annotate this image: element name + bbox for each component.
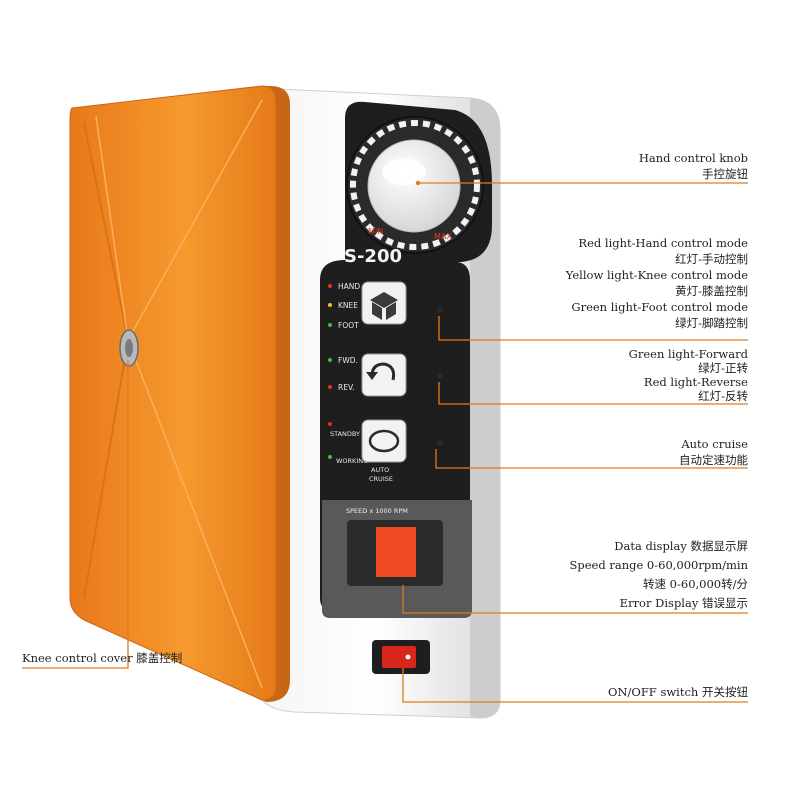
callout-reverse-en: Red light-Reverse <box>643 375 748 389</box>
callout-display: Data display 数据显示屏 Speed range 0-60,000r… <box>569 537 748 613</box>
leader-direction <box>438 382 748 405</box>
mode-icon <box>370 292 398 320</box>
direction-button[interactable] <box>361 353 407 397</box>
callout-mode-red-zh: 红灯-手动控制 <box>675 252 748 266</box>
callout-cruise-zh: 自动定速功能 <box>679 453 748 467</box>
cover-crease-3 <box>127 339 263 689</box>
knob-min-label: MIN <box>368 227 383 236</box>
cruise-label-standby: STANDBY <box>330 430 360 438</box>
hand-control-knob[interactable] <box>367 139 461 233</box>
callout-cruise-en: Auto cruise <box>681 437 748 451</box>
auto-cruise-button[interactable] <box>361 419 407 463</box>
callout-reverse-zh: 红灯-反转 <box>698 389 748 403</box>
switch-indicator-icon <box>405 654 411 660</box>
led-hand <box>328 284 332 288</box>
callout-cover: Knee control cover 膝盖控制 <box>22 650 182 666</box>
callout-cover-text: Knee control cover 膝盖控制 <box>22 651 183 665</box>
callout-direction: Green light-Forward 绿灯-正转 Red light-Reve… <box>629 347 748 403</box>
led-knee <box>328 303 332 307</box>
callout-mode-green-zh: 绿灯-脚踏控制 <box>675 316 748 330</box>
led-foot <box>328 323 332 327</box>
callout-mode: Red light-Hand control mode 红灯-手动控制 Yell… <box>566 235 748 331</box>
callout-knob-en: Hand control knob <box>638 151 748 165</box>
led-working <box>328 455 332 459</box>
callout-display-line-3: 转速 0-60,000转/分 <box>643 577 748 591</box>
led-forward <box>328 358 332 362</box>
leader-display <box>402 585 748 614</box>
data-display <box>376 527 416 577</box>
reverse-arrow-icon <box>370 362 396 381</box>
callout-mode-green-en: Green light-Foot control mode <box>571 300 748 314</box>
callout-cruise: Auto cruise 自动定速功能 <box>679 436 748 468</box>
callout-knob: Hand control knob 手控旋钮 <box>639 150 748 182</box>
led-standby <box>328 422 332 426</box>
callout-forward-zh: 绿灯-正转 <box>698 361 748 375</box>
speed-caption: SPEED x 1000 RPM <box>346 507 408 515</box>
cruise-button-label-2: CRUISE <box>369 475 393 483</box>
leader-cover <box>22 360 129 669</box>
knob-max-label: MAX <box>434 232 452 241</box>
side-led-direction <box>437 373 443 379</box>
mode-label-knee: KNEE <box>338 301 358 310</box>
leader-switch <box>402 668 748 703</box>
leader-mode <box>438 316 748 341</box>
callout-switch-text: ON/OFF switch 开关按钮 <box>608 685 748 699</box>
callout-display-line-2: Speed range 0-60,000rpm/min <box>569 558 748 572</box>
model-label: S-200 <box>344 246 402 267</box>
direction-label-rev: REV. <box>338 383 355 392</box>
callout-switch: ON/OFF switch 开关按钮 <box>608 684 748 700</box>
mode-label-hand: HAND <box>338 282 360 291</box>
cruise-button-label: AUTO <box>371 466 389 474</box>
led-reverse <box>328 385 332 389</box>
callout-forward-en: Green light-Forward <box>628 347 748 361</box>
callout-mode-red-en: Red light-Hand control mode <box>578 236 748 250</box>
leader-cruise <box>435 449 748 469</box>
cover-edge <box>262 86 290 702</box>
callout-display-line-1: Data display 数据显示屏 <box>614 539 748 553</box>
leader-lines <box>22 182 748 703</box>
on-off-switch[interactable] <box>382 646 416 668</box>
callout-mode-yellow-zh: 黄灯-膝盖控制 <box>675 284 748 298</box>
callout-knob-zh: 手控旋钮 <box>702 167 748 181</box>
cruise-label-working: WORKING <box>336 457 368 465</box>
mode-label-foot: FOOT <box>338 321 359 330</box>
auto-cruise-icon <box>368 429 400 453</box>
side-led-cruise <box>437 440 443 446</box>
knee-control-cover <box>69 85 277 701</box>
direction-label-fwd: FWD. <box>338 356 358 365</box>
callout-display-line-4: Error Display 错误显示 <box>619 596 748 610</box>
side-led-mode <box>437 307 443 313</box>
callout-mode-yellow-en: Yellow light-Knee control mode <box>565 268 748 282</box>
